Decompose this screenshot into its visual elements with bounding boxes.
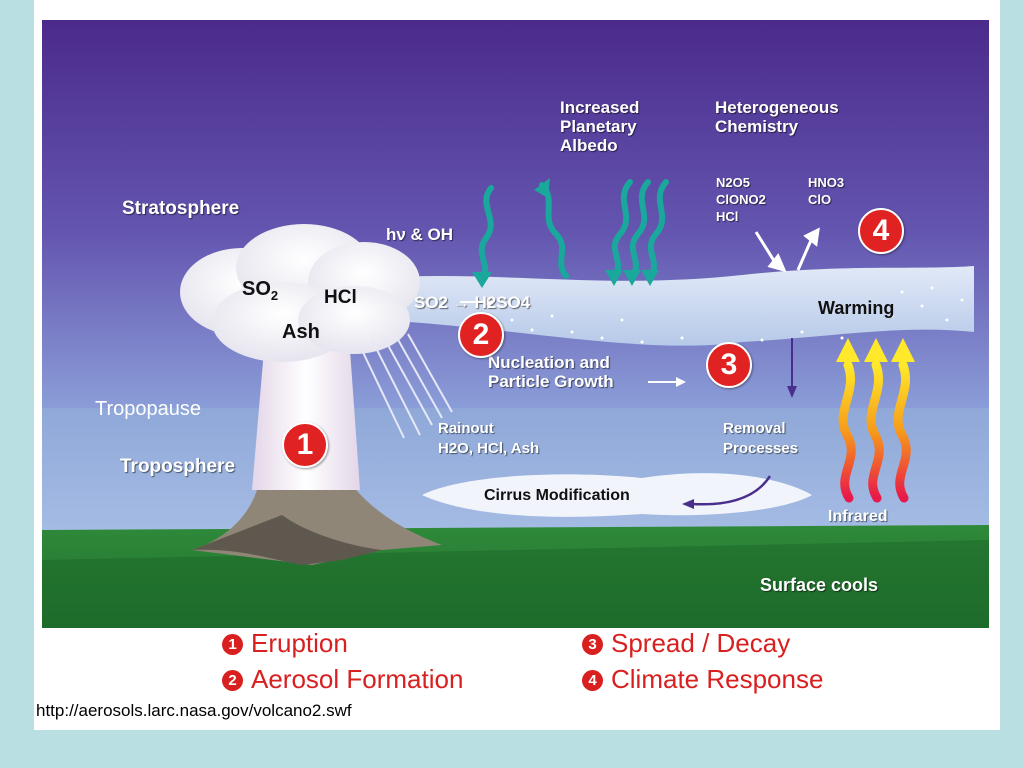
cloud-hcl-label: HCl (324, 287, 357, 308)
badge-3-spread-decay: 3 (706, 342, 752, 388)
rainout-streaks (359, 333, 453, 439)
badge-1-eruption: 1 (282, 422, 328, 468)
eruption-column (252, 350, 360, 490)
reaction-arrow (460, 297, 494, 307)
volcano-aerosol-diagram: Stratosphere Troposphere SO2 HCl Ash hν … (42, 20, 989, 628)
source-url: http://aerosols.larc.nasa.gov/volcano2.s… (36, 701, 352, 720)
infrared-arrows (838, 360, 911, 503)
badge-4-climate-response: 4 (858, 208, 904, 254)
cloud-ash-label: Ash (282, 321, 320, 343)
cirrus-cloud (422, 473, 812, 517)
warming-label: Warming (818, 298, 895, 318)
stratosphere-region (42, 20, 989, 410)
reaction-label: SO2 → H2SO4 (414, 293, 531, 312)
ground-shade (42, 540, 989, 628)
cirrus-arrow (682, 475, 772, 509)
volcano-shadow (192, 515, 382, 565)
badge-2-aerosol-formation: 2 (458, 312, 504, 358)
diagram-artwork (42, 20, 989, 628)
albedo-arrows (478, 179, 669, 281)
infrared-label: Infrared (828, 508, 888, 525)
aerosol-layer (372, 266, 974, 346)
cirrus-modification-label: Cirrus Modification (484, 487, 630, 504)
tropopause-label: Tropopause (95, 398, 201, 420)
stratosphere-label: Stratosphere (122, 198, 240, 219)
surface-cools-label: Surface cools (760, 575, 879, 595)
infrared-arrowheads (836, 338, 915, 362)
cloud-so2-label: SO2 (242, 278, 279, 303)
nucleation-arrow (648, 377, 686, 387)
troposphere-label: Troposphere (120, 456, 236, 477)
aerosol-particles (510, 286, 964, 348)
albedo-arrowheads (472, 178, 659, 288)
hv-oh-label: hν & OH (386, 225, 454, 244)
chemistry-arrows (754, 227, 820, 273)
removal-arrow (787, 338, 797, 398)
ash-cloud (180, 224, 420, 362)
